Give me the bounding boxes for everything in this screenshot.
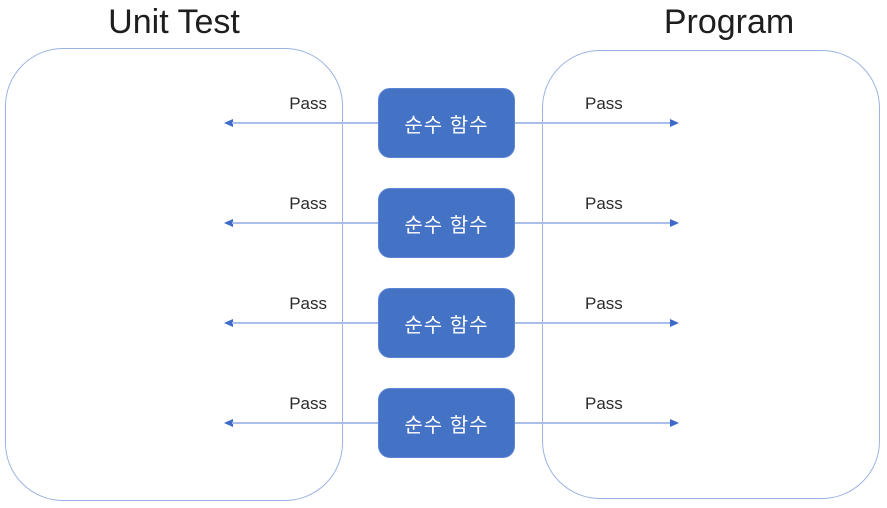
arrow-line xyxy=(515,122,671,124)
left-arrowhead-icon xyxy=(224,119,233,127)
right-arrowhead-icon xyxy=(670,419,679,427)
pure-function-label: 순수 함수 xyxy=(404,314,489,337)
pure-function-box: 순수 함수 xyxy=(378,188,515,258)
pass-label-right: Pass xyxy=(585,194,623,213)
function-row-1: Pass 순수 함수 Pass xyxy=(0,88,887,158)
pass-arrow-to-program xyxy=(515,318,679,328)
left-arrowhead-icon xyxy=(224,219,233,227)
arrow-line xyxy=(232,422,378,424)
pass-arrow-to-unit-test xyxy=(224,218,378,228)
function-row-4: Pass 순수 함수 Pass xyxy=(0,388,887,458)
pass-arrow-to-program xyxy=(515,218,679,228)
right-arrowhead-icon xyxy=(670,319,679,327)
arrow-line xyxy=(232,222,378,224)
left-arrowhead-icon xyxy=(224,419,233,427)
pass-arrow-to-program xyxy=(515,418,679,428)
arrow-line xyxy=(515,222,671,224)
arrow-line xyxy=(515,422,671,424)
program-container xyxy=(542,50,880,499)
pure-function-label: 순수 함수 xyxy=(404,414,489,437)
arrow-line xyxy=(232,122,378,124)
pure-function-label: 순수 함수 xyxy=(404,114,489,137)
pass-label-right: Pass xyxy=(585,294,623,313)
unit-test-container xyxy=(5,48,343,501)
right-arrowhead-icon xyxy=(670,119,679,127)
pass-label-right: Pass xyxy=(585,394,623,413)
pure-function-box: 순수 함수 xyxy=(378,88,515,158)
pass-arrow-to-unit-test xyxy=(224,418,378,428)
pass-arrow-to-unit-test xyxy=(224,318,378,328)
unit-test-title: Unit Test xyxy=(108,3,240,41)
pass-label-left: Pass xyxy=(289,294,327,313)
pure-function-label: 순수 함수 xyxy=(404,214,489,237)
pass-label-right: Pass xyxy=(585,94,623,113)
left-arrowhead-icon xyxy=(224,319,233,327)
pass-arrow-to-unit-test xyxy=(224,118,378,128)
function-row-3: Pass 순수 함수 Pass xyxy=(0,288,887,358)
arrow-line xyxy=(232,322,378,324)
pass-arrow-to-program xyxy=(515,118,679,128)
pass-label-left: Pass xyxy=(289,94,327,113)
pass-label-left: Pass xyxy=(289,194,327,213)
arrow-line xyxy=(515,322,671,324)
pure-function-box: 순수 함수 xyxy=(378,388,515,458)
function-row-2: Pass 순수 함수 Pass xyxy=(0,188,887,258)
program-title: Program xyxy=(663,3,795,41)
pass-label-left: Pass xyxy=(289,394,327,413)
right-arrowhead-icon xyxy=(670,219,679,227)
pure-function-box: 순수 함수 xyxy=(378,288,515,358)
